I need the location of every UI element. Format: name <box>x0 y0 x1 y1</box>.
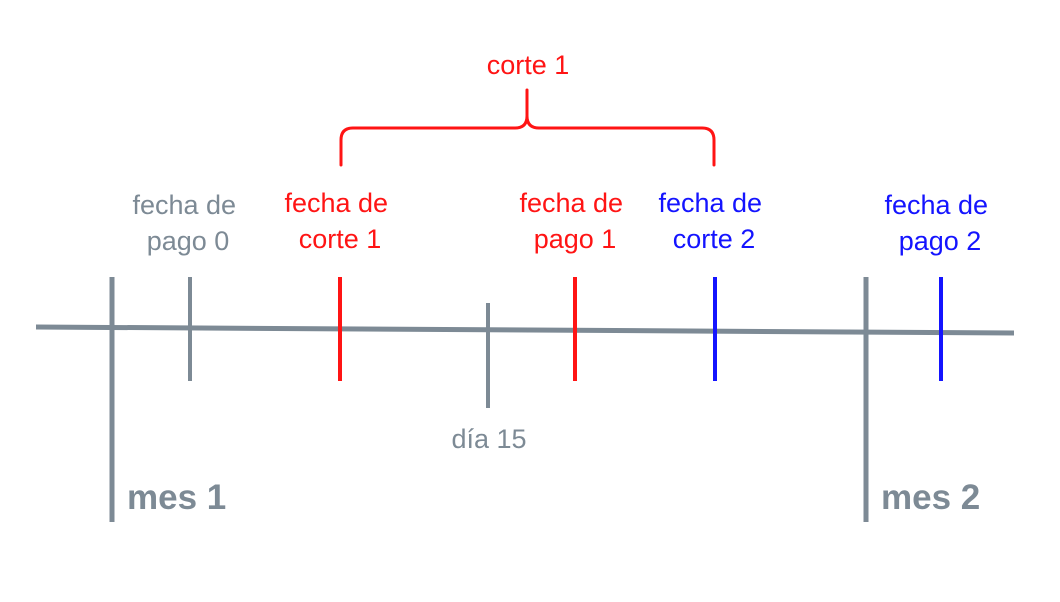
cutoff-period-bracket <box>339 88 716 167</box>
payment-date-1-label-line1: fecha de <box>519 188 623 218</box>
payment-date-2-label: fecha de pago 2 <box>884 190 995 256</box>
cutoff-date-1-label: fecha de corte 1 <box>284 188 395 254</box>
payment-date-0-label-line2: pago 0 <box>147 226 230 256</box>
timeline-axis <box>35 324 1015 336</box>
payment-date-0-label: fecha de pago 0 <box>132 190 243 256</box>
month-1-label: mes 1 <box>127 478 226 517</box>
month-2-label: mes 2 <box>881 478 980 517</box>
cutoff-date-2-label-line1: fecha de <box>658 188 762 218</box>
cutoff-period-label: corte 1 <box>487 50 570 80</box>
cutoff-date-1-label-line1: fecha de <box>284 188 388 218</box>
payment-date-0-label-line1: fecha de <box>132 190 236 220</box>
cutoff-date-2-label-line2: corte 2 <box>673 224 756 254</box>
payment-date-2-label-line1: fecha de <box>884 190 988 220</box>
cutoff-date-1-label-line2: corte 1 <box>299 224 382 254</box>
cutoff-date-2-label: fecha de corte 2 <box>658 188 769 254</box>
payment-date-2-label-line2: pago 2 <box>899 226 982 256</box>
day-15-label: día 15 <box>451 424 526 454</box>
payment-date-1-label-line2: pago 1 <box>534 224 617 254</box>
payment-date-1-label: fecha de pago 1 <box>519 188 630 254</box>
